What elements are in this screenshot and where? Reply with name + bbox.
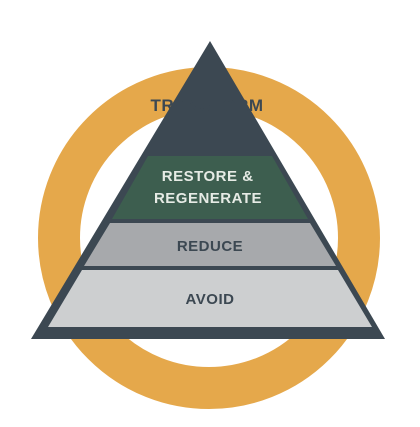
restore-label-line-2: REGENERATE bbox=[154, 190, 262, 207]
tier-restore-regenerate bbox=[112, 156, 308, 219]
reduce-label: REDUCE bbox=[177, 238, 243, 255]
tier-avoid bbox=[48, 270, 372, 327]
restore-label-line-1: RESTORE & bbox=[162, 168, 254, 185]
avoid-label: AVOID bbox=[186, 291, 235, 308]
tier-reduce bbox=[84, 223, 336, 266]
restore-regenerate-label: RESTORE & REGENERATE bbox=[154, 168, 262, 207]
transform-label: TRANSFORM bbox=[150, 96, 263, 115]
